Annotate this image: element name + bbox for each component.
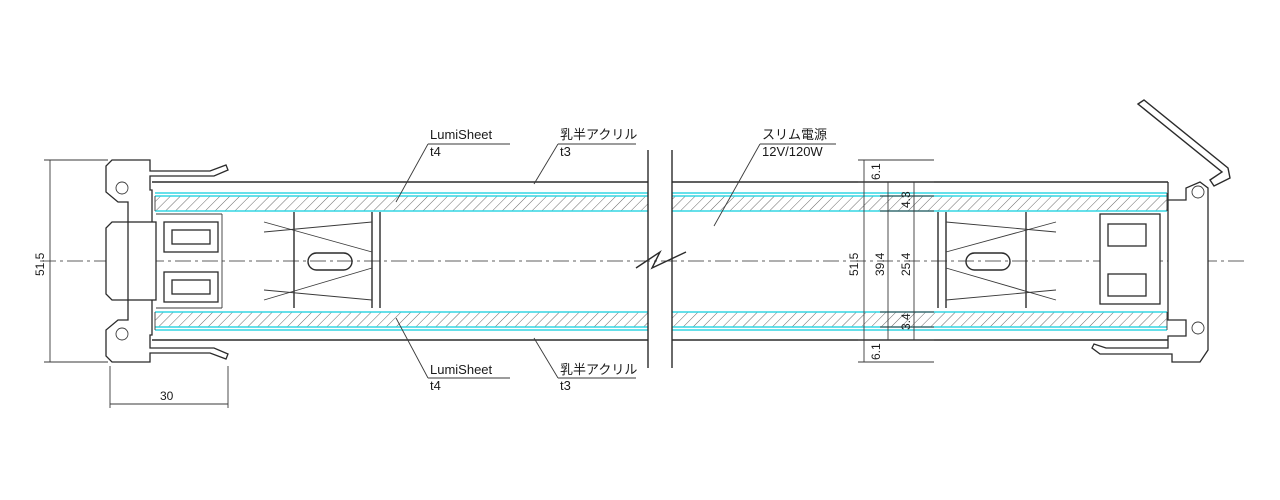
leader-lines [395,143,836,379]
right-core-dimension: 25.4 [899,252,913,276]
break-line [635,150,687,368]
right-total-dimension: 51.5 [847,252,861,276]
bottom-mid-material-label: 乳半アクリル [560,362,637,377]
bottom-mid-thickness-label: t3 [560,378,571,393]
top-panel-dimension: 4.3 [899,191,913,208]
bottom-width-dimension: 30 [160,389,174,403]
top-panel-layers [154,192,1168,212]
power-supply-label: スリム電源 [762,127,827,142]
left-frame-profile [105,159,229,363]
left-bracket [263,212,381,308]
dimension-lines [44,159,934,408]
right-frame-profile [1091,99,1231,363]
top-mid-material-label: 乳半アクリル [560,127,637,142]
left-height-dimension: 51.5 [33,252,47,276]
bottom-left-thickness-label: t4 [430,378,441,393]
top-margin-dimension: 6.1 [869,163,883,180]
bottom-panel-layers [154,311,1168,331]
bottom-left-material-label: LumiSheet [430,362,493,377]
bottom-panel-dimension: 3.4 [899,313,913,330]
power-spec-label: 12V/120W [762,144,823,159]
top-left-thickness-label: t4 [430,144,441,159]
right-inner-dimension: 39.4 [873,252,887,276]
right-bracket [937,212,1057,308]
top-mid-thickness-label: t3 [560,144,571,159]
top-left-material-label: LumiSheet [430,127,493,142]
bottom-margin-dimension: 6.1 [869,343,883,360]
